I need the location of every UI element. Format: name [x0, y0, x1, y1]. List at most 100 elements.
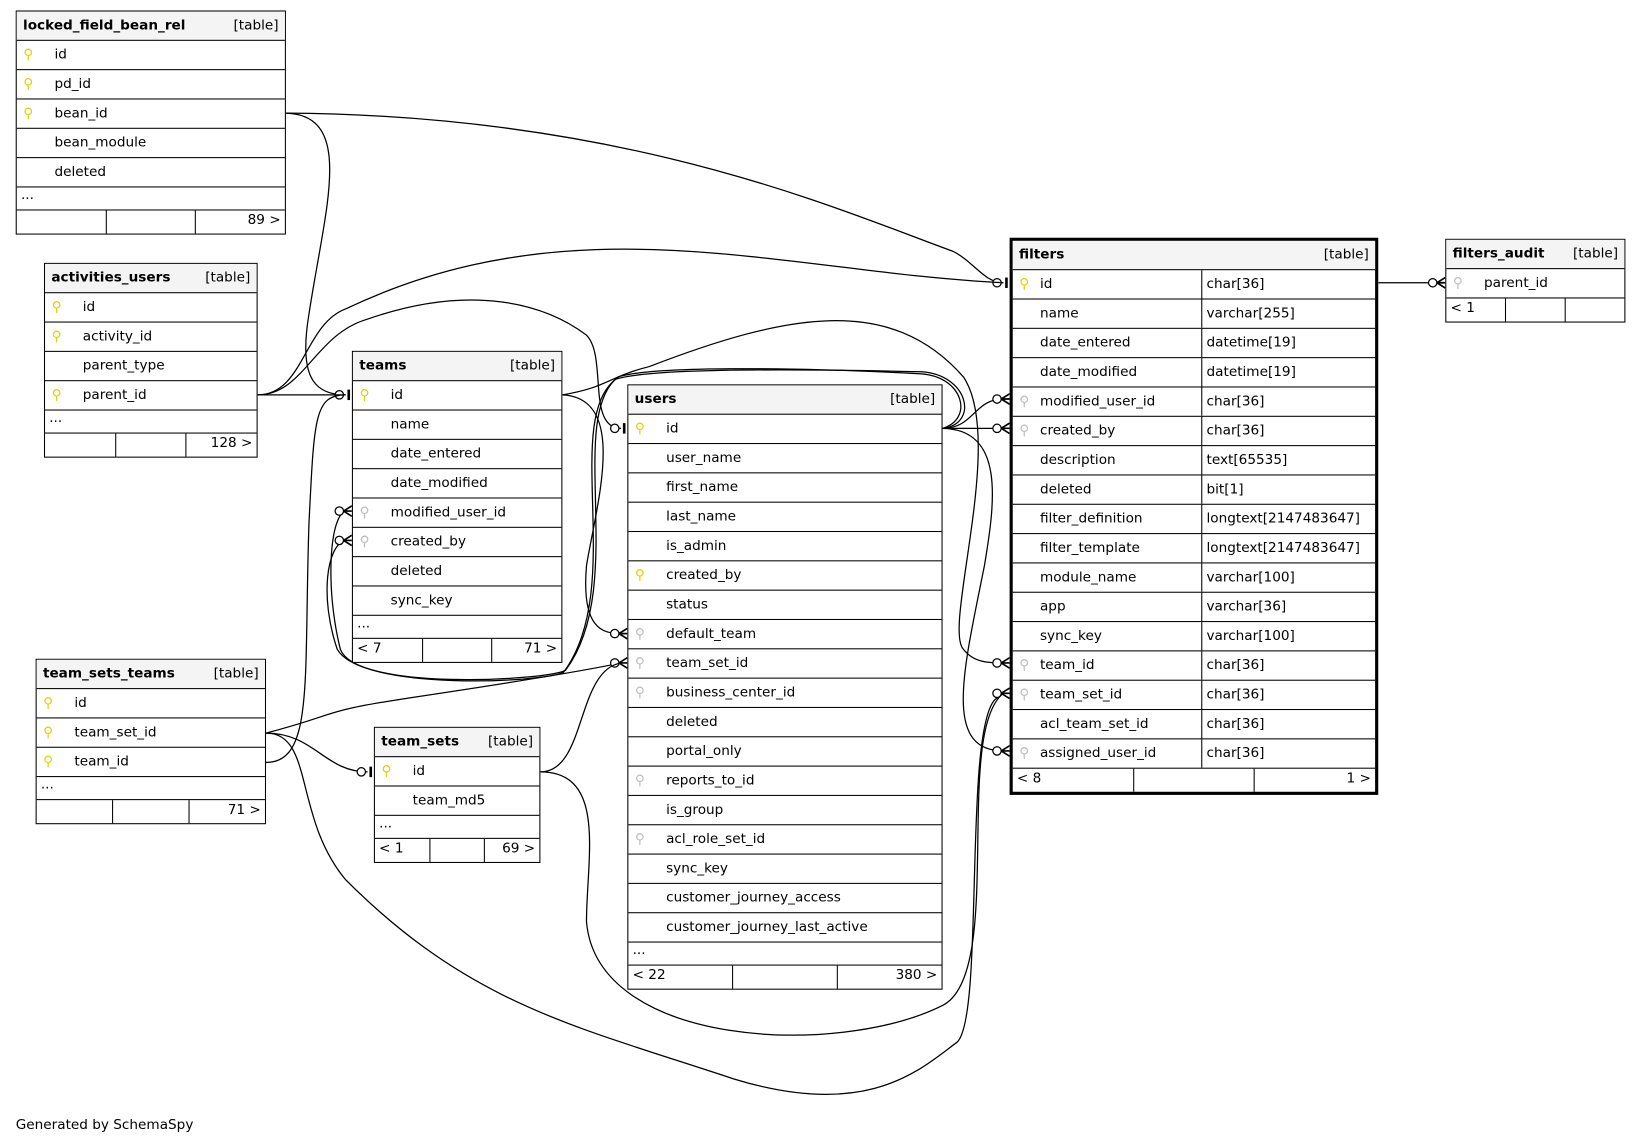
table-team-sets-teams[interactable]: team_sets_teams[table]⚲id⚲team_set_id⚲te… [35, 658, 267, 825]
column-row[interactable]: deleted [352, 557, 562, 587]
table-name: team_sets_teams [42, 666, 175, 682]
footer-count [112, 800, 188, 824]
table-kind: [table] [233, 17, 279, 34]
optional-marker [992, 746, 1002, 756]
column-row[interactable]: name [352, 411, 562, 440]
column-row[interactable]: ⚲team_id [36, 748, 265, 778]
column-name: date_entered [1039, 335, 1131, 351]
table-header[interactable]: activities_users[table] [45, 263, 257, 294]
column-row[interactable]: ⚲id [352, 381, 562, 411]
column-row[interactable]: ⚲id [374, 757, 540, 787]
column-row[interactable]: ⚲business_center_id [628, 679, 942, 708]
column-row[interactable]: portal_only [628, 737, 942, 767]
column-row[interactable]: ⚲team_set_id [36, 718, 265, 748]
column-row[interactable]: module_name varchar[100] [1012, 563, 1376, 593]
column-row[interactable]: is_admin [628, 532, 942, 562]
table-filters-audit[interactable]: filters_audit[table]⚲parent_id< 1 [1445, 238, 1626, 323]
column-row[interactable]: ⚲created_by [352, 528, 562, 558]
column-row[interactable]: customer_journey_last_active [628, 913, 942, 943]
column-name: id [82, 299, 96, 316]
relationship-line [285, 112, 346, 396]
column-row[interactable]: ⚲modified_user_id [352, 499, 562, 528]
column-name: team_md5 [412, 792, 486, 809]
column-row[interactable]: last_name [628, 503, 942, 533]
table-teams[interactable]: teams[table]⚲id name date_entered date_modi… [351, 350, 563, 663]
column-name: date_entered [390, 446, 482, 462]
column-name: status [666, 596, 708, 613]
more-columns: ... [628, 943, 942, 966]
table-name: activities_users [51, 270, 171, 286]
column-row[interactable]: status [628, 591, 942, 621]
column-row[interactable]: user_name [628, 444, 942, 474]
column-row[interactable]: date_entered [352, 440, 562, 470]
table-header[interactable]: team_sets[table] [374, 727, 540, 758]
column-row[interactable]: ⚲id [628, 415, 942, 445]
table-header[interactable]: users[table] [628, 385, 942, 415]
column-row[interactable]: customer_journey_access [628, 884, 942, 914]
column-row[interactable]: deleted [628, 708, 942, 738]
table-header[interactable]: filters[table] [1012, 240, 1376, 271]
column-row[interactable]: date_modified [352, 469, 562, 499]
table-header[interactable]: locked_field_bean_rel[table] [16, 11, 285, 41]
column-row[interactable]: ⚲default_team [628, 620, 942, 650]
column-name: parent_type [82, 358, 165, 374]
optional-marker [609, 423, 620, 434]
column-row[interactable]: ⚲id [36, 689, 265, 719]
column-row[interactable]: ⚲created_by [628, 561, 942, 591]
column-name: default_team [666, 626, 757, 642]
column-row[interactable]: deleted [16, 158, 285, 188]
column-type: varchar[100] [1201, 563, 1375, 592]
column-row[interactable]: sync_key [628, 855, 942, 884]
footer-count [421, 638, 492, 662]
table-locked-field-bean-rel[interactable]: locked_field_bean_rel[table]⚲id⚲pd_id⚲be… [15, 10, 286, 235]
table-header[interactable]: team_sets_teams[table] [36, 659, 265, 690]
column-name: last_name [666, 508, 737, 525]
column-row[interactable]: team_md5 [374, 787, 540, 816]
column-name: team_set_id [74, 724, 157, 741]
column-row[interactable]: first_name [628, 473, 942, 503]
table-name: team_sets [381, 734, 460, 750]
column-row[interactable]: ⚲activity_id [45, 323, 257, 352]
column-row[interactable]: ⚲team_set_id [628, 649, 942, 679]
column-name: module_name [1039, 569, 1137, 586]
column-row[interactable]: sync_key [352, 586, 562, 616]
column-name: activity_id [82, 328, 153, 345]
column-row[interactable]: ⚲pd_id [16, 70, 285, 100]
table-header[interactable]: teams[table] [352, 351, 562, 382]
column-row[interactable]: parent_type [45, 352, 257, 382]
column-row[interactable]: ⚲parent_id [45, 381, 257, 411]
column-row[interactable]: ⚲id [45, 293, 257, 323]
column-row[interactable]: ⚲acl_role_set_id [628, 825, 942, 855]
column-row[interactable]: bean_module [16, 129, 285, 159]
column-row[interactable]: ⚲parent_id [1446, 269, 1625, 299]
column-name: name [390, 416, 430, 433]
column-row[interactable]: ⚲id [16, 41, 285, 71]
primary-key-icon: ⚲ [381, 763, 392, 780]
column-row[interactable]: ⚲reports_to_id [628, 767, 942, 796]
column-row[interactable]: ⚲bean_id [16, 99, 285, 129]
table-header[interactable]: filters_audit[table] [1446, 239, 1625, 270]
column-row[interactable]: is_group [628, 796, 942, 826]
